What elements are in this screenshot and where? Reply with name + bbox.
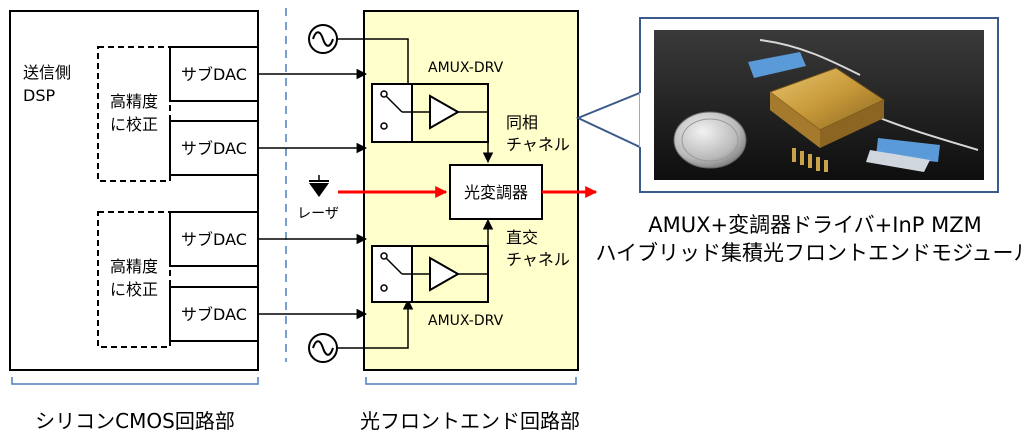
switch-terminal-icon (380, 122, 388, 130)
coin-rim (681, 118, 739, 162)
calibration-box-lower (97, 211, 171, 348)
amux-drv-label-bottom: AMUX-DRV (428, 313, 504, 329)
sine-wave-icon-bottom (312, 340, 334, 356)
switch-terminal-icon (380, 90, 388, 98)
silicon-section-caption: シリコンCMOS回路部 (35, 409, 235, 433)
module-caption-line2: ハイブリッド集積光フロントエンドモジュール (595, 241, 1024, 265)
laser-diode-icon (309, 175, 329, 197)
fiber-icon (879, 117, 979, 151)
fiber-icon (759, 39, 861, 76)
sub-dac-label-4: サブDAC (181, 305, 247, 324)
flex-cable-icon (748, 52, 806, 78)
driver-amplifier-icon-lower (429, 256, 461, 292)
inphase-label-line2: チャネル (506, 135, 570, 154)
quadrature-label-line1: 直交 (506, 228, 538, 247)
gold-module-front (820, 100, 884, 148)
optical-section-caption: 光フロントエンド回路部 (360, 409, 580, 433)
amux-drv-label-top: AMUX-DRV (428, 60, 504, 76)
sub-dac-label-2: サブDAC (181, 139, 247, 158)
module-pins-icon (792, 148, 828, 172)
inphase-label-line1: 同相 (506, 113, 538, 132)
switch-terminal-icon (380, 284, 388, 292)
sub-dac-box-2 (169, 120, 259, 176)
calibration-upper-line2: に校正 (110, 115, 158, 134)
optical-modulator-label: 光変調器 (464, 183, 528, 202)
calibration-box-upper (97, 46, 171, 182)
module-photo (654, 30, 984, 180)
laser-label: レーザ (297, 206, 339, 222)
driver-amplifier-icon-upper (429, 94, 461, 130)
amux-switch-box-upper (371, 83, 413, 143)
sub-dac-label-1: サブDAC (181, 65, 247, 84)
sub-dac-box-1 (169, 46, 259, 102)
clock-line-top (337, 38, 414, 96)
switch-blade-icon (385, 257, 403, 275)
clock-line-bottom (337, 298, 414, 349)
photo-callout-pointer (575, 90, 643, 150)
laser-diode-triangle (309, 183, 329, 197)
quadrature-label-line2: チャネル (506, 250, 570, 269)
coin-icon (673, 111, 747, 169)
sub-dac-label-3: サブDAC (181, 230, 247, 249)
sine-wave-icon-top (312, 31, 334, 47)
flex-cable-icon (866, 150, 930, 172)
calibration-upper-line1: 高精度 (110, 92, 158, 111)
switch-blade-icon (385, 95, 403, 113)
silicon-section-bracket (11, 377, 259, 385)
gold-module-side (770, 92, 820, 148)
module-caption-line1: AMUX+変調器ドライバ+InP MZM (648, 213, 981, 237)
calibration-lower-line1: 高精度 (110, 257, 158, 276)
dsp-label-line1: 送信側 (23, 63, 71, 82)
switch-terminal-icon (380, 252, 388, 260)
optical-modulator-box (449, 164, 543, 220)
dsp-label-line2: DSP (23, 86, 55, 105)
calibration-lower-line2: に校正 (110, 280, 158, 299)
optical-section-bracket (365, 377, 577, 385)
